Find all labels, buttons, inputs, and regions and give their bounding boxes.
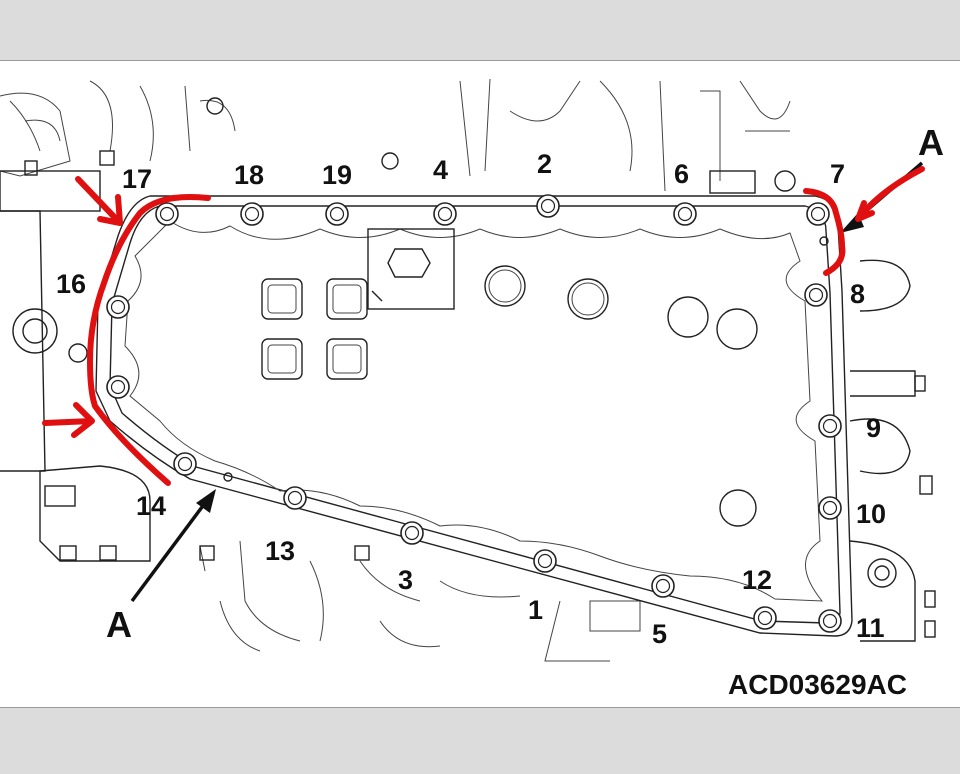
red-sealant-line-left <box>87 194 211 486</box>
bolt-head-icon <box>804 283 828 307</box>
bolt-head-inner-icon <box>757 610 773 626</box>
bolt-heads <box>106 194 842 633</box>
bolt-label-13: 13 <box>265 536 295 566</box>
bolt-labels: 1 2 3 4 5 6 7 8 9 10 11 12 13 14 16 17 1… <box>56 149 886 649</box>
bolt-head-inner-icon <box>244 206 260 222</box>
bolt-head-icon <box>106 295 130 319</box>
bolt-label-7: 7 <box>830 159 845 189</box>
bolt-head-icon <box>673 202 697 226</box>
bolt-head-inner-icon <box>287 490 303 506</box>
bolt-head-inner-icon <box>822 418 838 434</box>
bolt-head-inner-icon <box>822 613 838 629</box>
red-arrow-icon <box>855 166 925 222</box>
bolt-head-inner-icon <box>822 500 838 516</box>
bolt-head-inner-icon <box>437 206 453 222</box>
bolt-label-9: 9 <box>866 413 881 443</box>
marker-a-top-right: A <box>840 122 944 233</box>
bolt-head-icon <box>806 202 830 226</box>
bolt-label-8: 8 <box>850 279 865 309</box>
engine-background-sketch <box>0 78 936 662</box>
bolt-label-10: 10 <box>856 499 886 529</box>
pointer-arrow-line <box>130 501 207 603</box>
bolt-label-17: 17 <box>122 164 152 194</box>
red-sealant-line-right <box>803 188 846 276</box>
bolt-label-6: 6 <box>674 159 689 189</box>
bolt-label-3: 3 <box>398 565 413 595</box>
bolt-label-5: 5 <box>652 619 667 649</box>
bolt-head-inner-icon <box>808 287 824 303</box>
bolt-head-icon <box>325 202 349 226</box>
red-arrow-icon <box>42 402 95 438</box>
bolt-label-4: 4 <box>433 155 448 185</box>
bolt-head-icon <box>240 202 264 226</box>
marker-label-a: A <box>106 604 132 645</box>
bolt-head-inner-icon <box>404 525 420 541</box>
oil-pan <box>95 195 853 637</box>
bolt-head-icon <box>533 549 557 573</box>
bolt-label-16: 16 <box>56 269 86 299</box>
oil-pan-bolt-diagram: 1 2 3 4 5 6 7 8 9 10 11 12 13 14 16 17 1… <box>0 78 944 700</box>
bolt-head-inner-icon <box>329 206 345 222</box>
bolt-head-inner-icon <box>540 198 556 214</box>
bolt-head-inner-icon <box>110 299 126 315</box>
marker-label-a: A <box>918 122 944 163</box>
bolt-head-icon <box>433 202 457 226</box>
bolt-label-19: 19 <box>322 160 352 190</box>
bolt-label-14: 14 <box>136 491 166 521</box>
bolt-head-inner-icon <box>677 206 693 222</box>
bolt-head-icon <box>818 414 842 438</box>
bolt-head-inner-icon <box>810 206 826 222</box>
bolt-head-icon <box>106 375 130 399</box>
figure-code: ACD03629AC <box>728 669 907 700</box>
bolt-head-icon <box>651 574 675 598</box>
diagram-frame: 1 2 3 4 5 6 7 8 9 10 11 12 13 14 16 17 1… <box>0 60 960 708</box>
bolt-label-12: 12 <box>742 565 772 595</box>
bolt-label-18: 18 <box>234 160 264 190</box>
red-arrow-icon <box>75 176 123 226</box>
bolt-head-inner-icon <box>177 456 193 472</box>
bolt-head-icon <box>818 609 842 633</box>
bolt-head-icon <box>283 486 307 510</box>
bolt-head-inner-icon <box>110 379 126 395</box>
bolt-head-icon <box>155 202 179 226</box>
bolt-head-icon <box>173 452 197 476</box>
marker-a-bottom-left: A <box>106 489 216 645</box>
bolt-head-icon <box>400 521 424 545</box>
bolt-label-11: 11 <box>856 613 885 643</box>
arrow-head-icon <box>196 489 216 513</box>
bolt-head-inner-icon <box>655 578 671 594</box>
red-annotations <box>42 166 925 486</box>
bolt-head-icon <box>818 496 842 520</box>
bolt-head-icon <box>536 194 560 218</box>
bolt-label-1: 1 <box>528 595 543 625</box>
bolt-head-inner-icon <box>537 553 553 569</box>
bolt-head-icon <box>753 606 777 630</box>
bolt-label-2: 2 <box>537 149 552 179</box>
bolt-head-inner-icon <box>159 206 175 222</box>
